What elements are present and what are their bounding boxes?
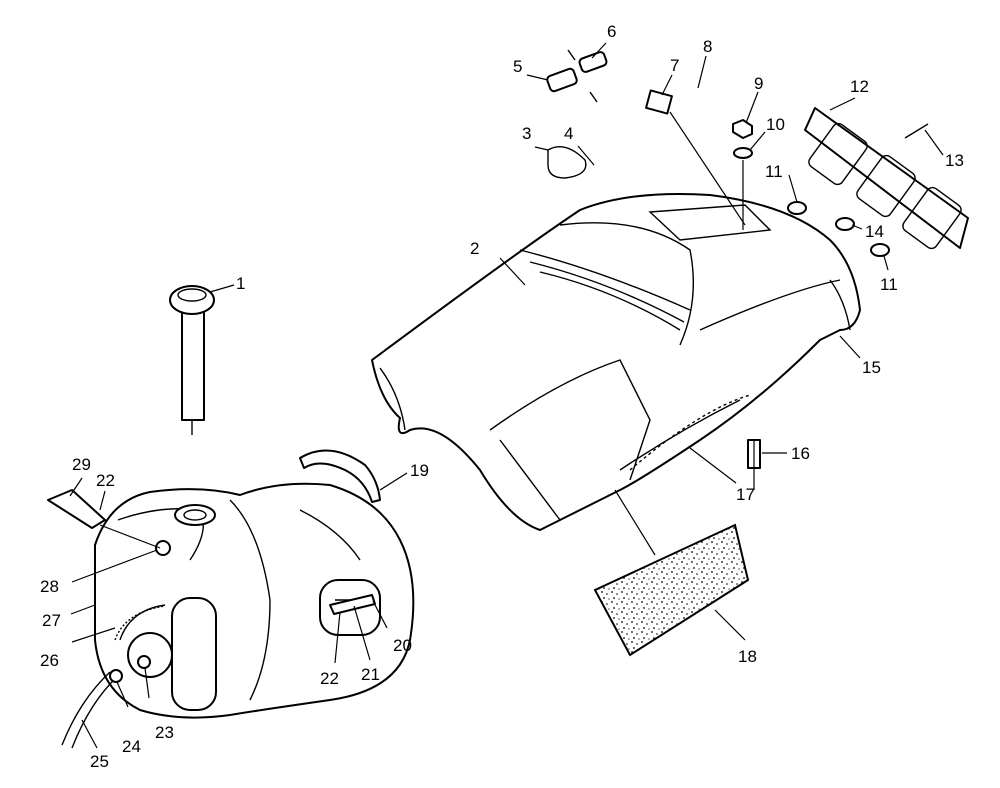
callout-23: 23 — [155, 723, 174, 742]
filler-neck — [169, 285, 215, 435]
leader-lines — [69, 42, 944, 749]
callout-6: 6 — [607, 22, 616, 41]
callout-15: 15 — [862, 358, 881, 377]
callout-11-upper: 11 — [765, 162, 783, 181]
retainer-strap — [299, 449, 381, 503]
callout-19: 19 — [410, 461, 429, 480]
callout-1: 1 — [236, 274, 245, 293]
callout-9: 9 — [754, 74, 763, 93]
foam-pad — [593, 523, 750, 657]
callout-10: 10 — [766, 115, 785, 134]
callout-11-lower: 11 — [880, 275, 898, 294]
fuel-tank — [94, 482, 415, 719]
callout-7: 7 — [670, 56, 679, 75]
callout-22-upper: 22 — [96, 471, 115, 490]
callout-26: 26 — [40, 651, 59, 670]
taillight-lens — [804, 107, 969, 250]
callout-17: 17 — [736, 485, 755, 504]
callout-14: 14 — [865, 222, 884, 241]
small-parts — [47, 49, 929, 749]
callout-8: 8 — [703, 37, 712, 56]
callout-24: 24 — [122, 737, 141, 756]
callout-13: 13 — [945, 151, 964, 170]
callout-3: 3 — [522, 124, 531, 143]
callout-28: 28 — [40, 577, 59, 596]
callout-4: 4 — [564, 124, 573, 143]
callout-27: 27 — [42, 611, 61, 630]
callout-labels: 1 2 3 4 5 6 7 8 9 10 11 11 12 13 14 15 1… — [40, 22, 964, 771]
callout-29: 29 — [72, 455, 91, 474]
seat — [371, 193, 861, 531]
callout-5: 5 — [513, 57, 522, 76]
callout-16: 16 — [791, 444, 810, 463]
callout-12: 12 — [850, 77, 869, 96]
callout-25: 25 — [90, 752, 109, 771]
callout-21: 21 — [361, 665, 380, 684]
callout-18: 18 — [738, 647, 757, 666]
callout-22-lower: 22 — [320, 669, 339, 688]
callout-20: 20 — [393, 636, 412, 655]
callout-2: 2 — [470, 239, 479, 258]
